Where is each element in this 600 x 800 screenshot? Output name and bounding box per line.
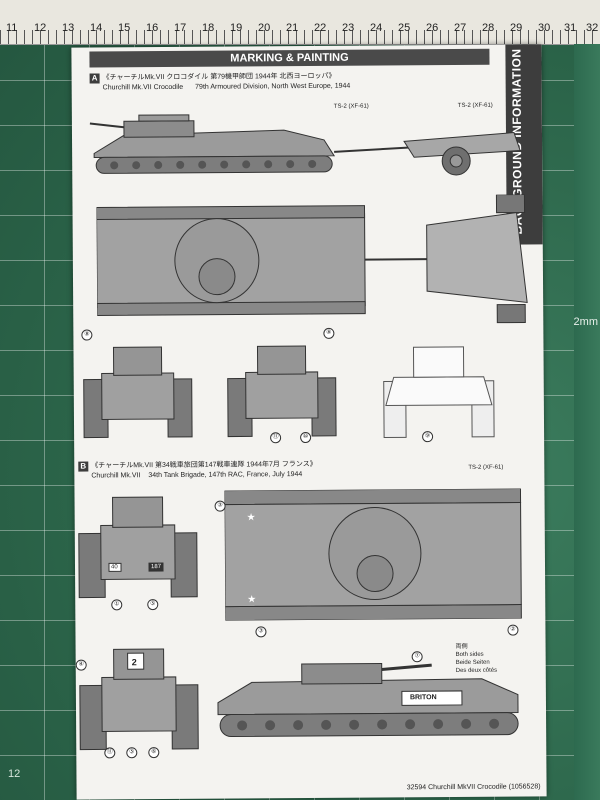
page-title: MARKING & PAINTING — [89, 48, 490, 68]
both-sides-jp: 両側 — [455, 643, 468, 650]
callout-8-left: ⑧ — [81, 329, 93, 341]
mat-edge-right: 2mm — [574, 44, 600, 800]
paint-label-a2: TS-2 (XF-61) — [457, 102, 493, 109]
ruler-number: 13 — [62, 22, 75, 34]
ruler-number: 11 — [6, 22, 18, 34]
callout-2-b: ② — [507, 624, 519, 636]
ruler-number: 23 — [342, 22, 355, 34]
tank-rear-view-b — [79, 648, 199, 751]
both-sides-en: Both sides — [455, 651, 484, 658]
instruction-sheet: BACKGROUND INFORMATION MARKING & PAINTIN… — [71, 44, 547, 800]
both-sides-fr: Des deux côtés — [455, 667, 498, 674]
svg-text:★: ★ — [247, 512, 256, 523]
ruler-number: 16 — [146, 22, 159, 34]
section-b-unit: 34th Tank Brigade, 147th RAC, France, Ju… — [148, 471, 303, 480]
footer-part-number: 32594 Churchill MkVII Crocodile (1056528… — [406, 783, 541, 792]
ruler-number: 28 — [482, 22, 495, 34]
hull-code-2: 2 — [131, 657, 137, 668]
section-b-title-jp: 《チャーチルMk.VII 第34戦車旅団第147戦車連隊 1944年7月 フラン… — [91, 460, 317, 470]
ruler-top: 11 12 13 14 15 16 17 18 19 20 21 22 23 2… — [0, 0, 600, 45]
both-sides-de: Beide Seiten — [455, 659, 490, 666]
callout-11-b: ⑪ — [104, 747, 116, 759]
ruler-ticks — [0, 30, 600, 44]
ruler-number: 26 — [426, 22, 439, 34]
svg-text:★: ★ — [247, 594, 256, 605]
tank-front-view-a — [83, 346, 193, 439]
ruler-number: 31 — [564, 22, 577, 34]
section-b-title: B《チャーチルMk.VII 第34戦車旅団第147戦車連隊 1944年7月 フラ… — [78, 460, 317, 481]
hull-code-187: 187 — [150, 564, 162, 571]
ruler-number: 18 — [202, 22, 215, 34]
ruler-number: 27 — [454, 22, 467, 34]
tank-front-view-b — [78, 496, 198, 599]
callout-8-right: ⑧ — [323, 327, 335, 339]
mat-scale-label: 2mm — [573, 316, 598, 328]
ruler-number: 24 — [370, 22, 383, 34]
section-b-badge: B — [78, 461, 89, 472]
callout-11-a: ⑪ — [270, 432, 282, 444]
tank-side-view-a — [89, 114, 521, 176]
ruler-number: 12 — [34, 22, 47, 34]
callout-3-top: ③ — [214, 500, 226, 512]
section-a-title: A《チャーチルMk.VII クロコダイル 第79機甲師団 1944年 北西ヨーロ… — [89, 72, 351, 93]
mat-number-bottom: 12 — [8, 768, 21, 780]
ruler-number: 21 — [286, 22, 299, 34]
section-a-title-jp: 《チャーチルMk.VII クロコダイル 第79機甲師団 1944年 北西ヨーロッ… — [102, 72, 336, 82]
ruler-number: 20 — [258, 22, 271, 34]
section-a-title-en: Churchill Mk.VII Crocodile — [102, 83, 184, 92]
ruler-number: 29 — [510, 22, 523, 34]
tank-top-view-b: ★ ★ — [224, 488, 522, 621]
tank-top-view-a — [96, 194, 528, 324]
paint-label-b: TS-2 (XF-61) — [468, 464, 504, 471]
ruler-number: 17 — [174, 22, 187, 34]
callout-1-b: ① — [111, 599, 123, 611]
section-a-unit: 79th Armoured Division, North West Europ… — [195, 82, 351, 91]
tank-rear-view-a — [227, 345, 337, 438]
section-a-badge: A — [89, 73, 100, 84]
paint-label-a1: TS-2 (XF-61) — [333, 103, 369, 110]
ruler-number: 14 — [90, 22, 103, 34]
trailer-front-view-a — [383, 346, 495, 438]
ruler-number: 22 — [314, 22, 327, 34]
ruler-number: 15 — [118, 22, 131, 34]
callout-9-a: ⑨ — [422, 431, 434, 443]
tank-side-view-b — [217, 662, 519, 738]
ruler-number: 25 — [398, 22, 411, 34]
ruler-number: 19 — [230, 22, 243, 34]
callout-5-b: ⑤ — [147, 599, 159, 611]
section-b-title-en: Churchill Mk.VII — [91, 472, 141, 480]
callout-4-b: ④ — [75, 659, 87, 671]
callout-7-b: ⑦ — [411, 651, 423, 663]
callout-3-bottom: ③ — [255, 626, 267, 638]
callout-6-b: ⑥ — [148, 747, 160, 759]
callout-10-a: ⑩ — [300, 431, 312, 444]
ruler-number: 30 — [538, 22, 551, 34]
hull-code-40: 40 — [110, 564, 118, 571]
both-sides-note: 両側 Both sides Beide Seiten Des deux côté… — [456, 643, 498, 675]
callout-5-b2: ⑤ — [126, 747, 138, 759]
ruler-number: 32 — [586, 22, 599, 34]
tank-name-briton: BRITON — [409, 694, 437, 702]
